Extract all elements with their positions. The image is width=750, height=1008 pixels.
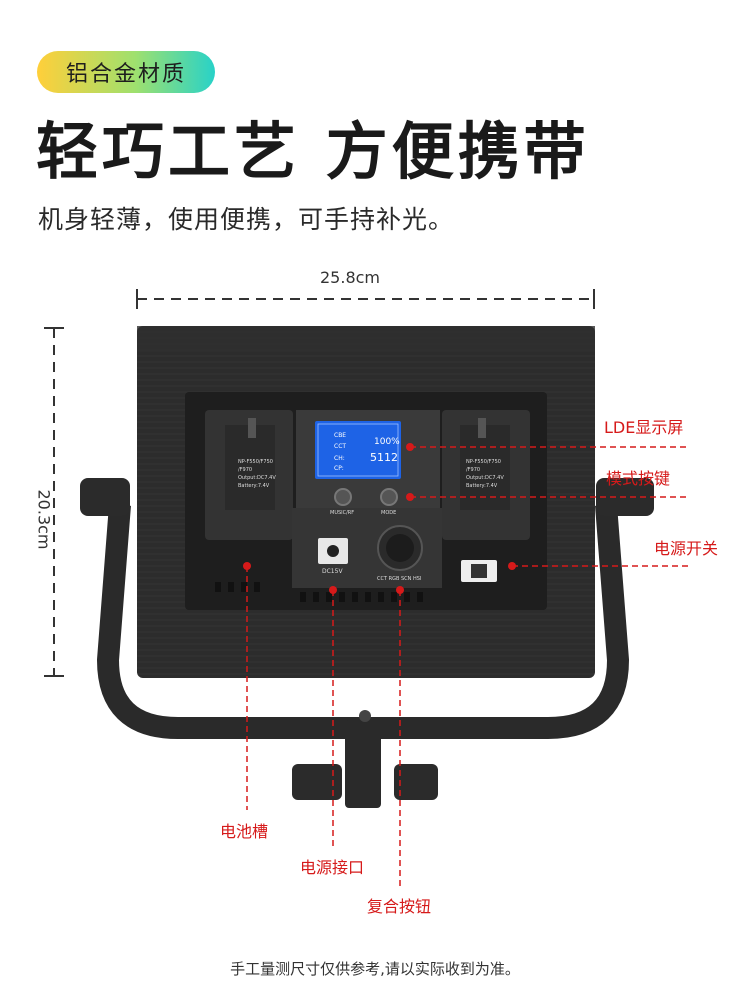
- svg-text:/F970: /F970: [466, 467, 480, 473]
- battery-text-3: Battery:7.4V: [238, 483, 270, 489]
- dc-label: DC15V: [322, 568, 343, 575]
- svg-text:NP-F550/F750: NP-F550/F750: [466, 459, 501, 465]
- lcd-value: 5112: [370, 451, 398, 464]
- knob-label: CCT RGB SCN HSI: [377, 576, 421, 582]
- callout-dots: [243, 443, 516, 594]
- music-rf-label: MUSIC/RF: [330, 510, 354, 516]
- material-badge: 铝合金材质: [37, 51, 215, 93]
- lcd-display: CBE 100% CCT CH: CP: 5112: [315, 421, 401, 479]
- battery-slot-right: NP-F550/F750 /F970 Output:DC7.4V Battery…: [442, 410, 530, 540]
- battery-text-0: NP-F550/F750: [238, 459, 273, 465]
- width-dimension-line: [136, 289, 595, 309]
- battery-text-2: Output:DC7.4V: [238, 475, 276, 481]
- callout-lines: [246, 446, 690, 888]
- width-dimension-label: 25.8cm: [320, 268, 381, 287]
- material-badge-label: 铝合金材质: [65, 62, 186, 87]
- page-subtitle: 机身轻薄，使用便携，可手持补光。: [38, 205, 455, 234]
- yoke-bracket: [80, 478, 654, 808]
- mode-button[interactable]: [380, 488, 398, 506]
- lcd-ch: CH:: [334, 455, 345, 462]
- callout-power-switch: 电源开关: [654, 539, 719, 558]
- measurement-footnote: 手工量测尺寸仅供参考,请以实际收到为准。: [230, 960, 520, 978]
- lcd-cct: CCT: [334, 443, 346, 450]
- svg-text:Battery:7.4V: Battery:7.4V: [466, 483, 498, 489]
- page-title: 轻巧工艺 方便携带: [36, 115, 590, 188]
- lcd-line1-left: CBE: [334, 432, 346, 439]
- svg-text:Output:DC7.4V: Output:DC7.4V: [466, 475, 504, 481]
- callout-combo-button: 复合按钮: [367, 897, 432, 916]
- mode-label: MODE: [381, 510, 396, 516]
- lcd-cp: CP:: [334, 465, 344, 472]
- vent-slots: [215, 582, 423, 602]
- battery-slot-left: NP-F550/F750 /F970 Output:DC7.4V Battery…: [205, 410, 293, 540]
- callout-battery-slot: 电池槽: [220, 822, 269, 841]
- height-dimension-line: [44, 327, 64, 677]
- lcd-percent: 100%: [374, 437, 400, 447]
- callout-mode: 模式按键: [606, 469, 671, 488]
- callout-lcd: LDE显示屏: [604, 418, 684, 437]
- music-rf-button[interactable]: [334, 488, 352, 506]
- callout-power-port: 电源接口: [300, 858, 365, 877]
- battery-text-1: /F970: [238, 467, 252, 473]
